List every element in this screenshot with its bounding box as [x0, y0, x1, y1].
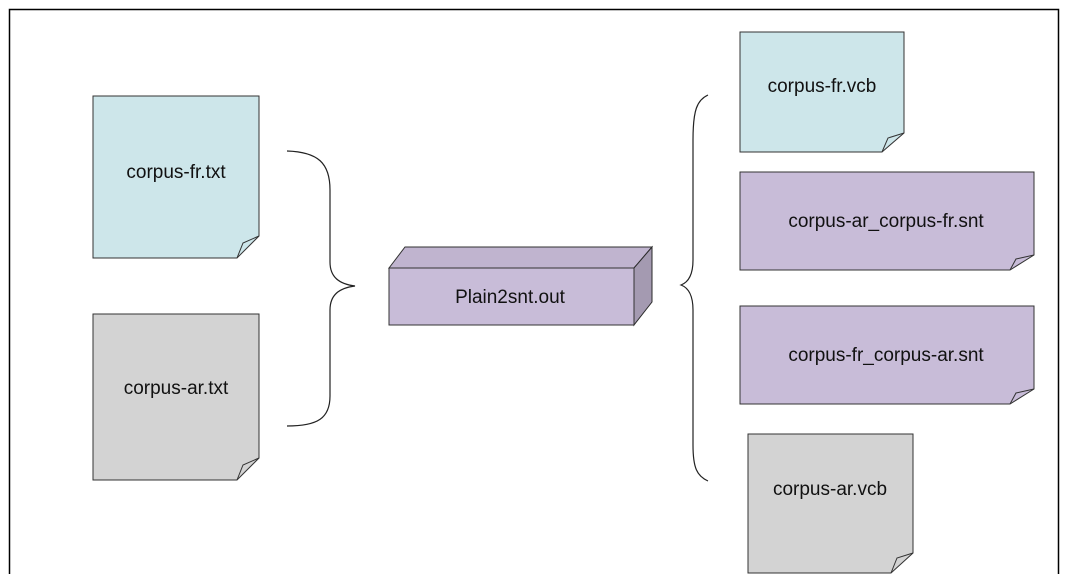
output-brace — [679, 94, 709, 482]
output-file-label: corpus-ar.vcb — [773, 479, 887, 500]
note-shape — [739, 305, 1035, 405]
diagram-frame — [8, 8, 1060, 574]
note-shape — [739, 171, 1035, 271]
folded-corner — [890, 552, 914, 574]
folded-corner — [1009, 388, 1035, 405]
folded-corner — [236, 457, 260, 481]
output-file-corpus-ar-corpus-fr-snt: corpus-ar_corpus-fr.snt — [739, 171, 1035, 271]
folded-corner — [881, 132, 905, 153]
note-shape — [92, 313, 260, 481]
input-file-label: corpus-ar.txt — [124, 378, 229, 399]
process-box-front — [388, 267, 635, 326]
input-file-corpus-ar-txt: corpus-ar.txt — [92, 313, 260, 481]
output-file-label: corpus-fr.vcb — [768, 76, 877, 97]
process-label: Plain2snt.out — [455, 287, 566, 308]
output-file-corpus-fr-vcb: corpus-fr.vcb — [739, 31, 905, 153]
output-file-label: corpus-ar_corpus-fr.snt — [788, 211, 984, 232]
input-brace — [286, 150, 356, 427]
input-file-corpus-fr-txt: corpus-fr.txt — [92, 95, 260, 259]
output-file-label: corpus-fr_corpus-ar.snt — [788, 345, 984, 366]
output-file-corpus-fr-corpus-ar-snt: corpus-fr_corpus-ar.snt — [739, 305, 1035, 405]
note-shape — [747, 433, 914, 574]
process-box-top — [387, 246, 654, 269]
note-shape — [92, 95, 260, 259]
process-box: Plain2snt.out — [387, 245, 654, 327]
input-file-label: corpus-fr.txt — [126, 162, 226, 183]
folded-corner — [1009, 254, 1035, 271]
output-file-corpus-ar-vcb: corpus-ar.vcb — [747, 433, 914, 574]
folded-corner — [236, 235, 260, 259]
note-shape — [739, 31, 905, 153]
